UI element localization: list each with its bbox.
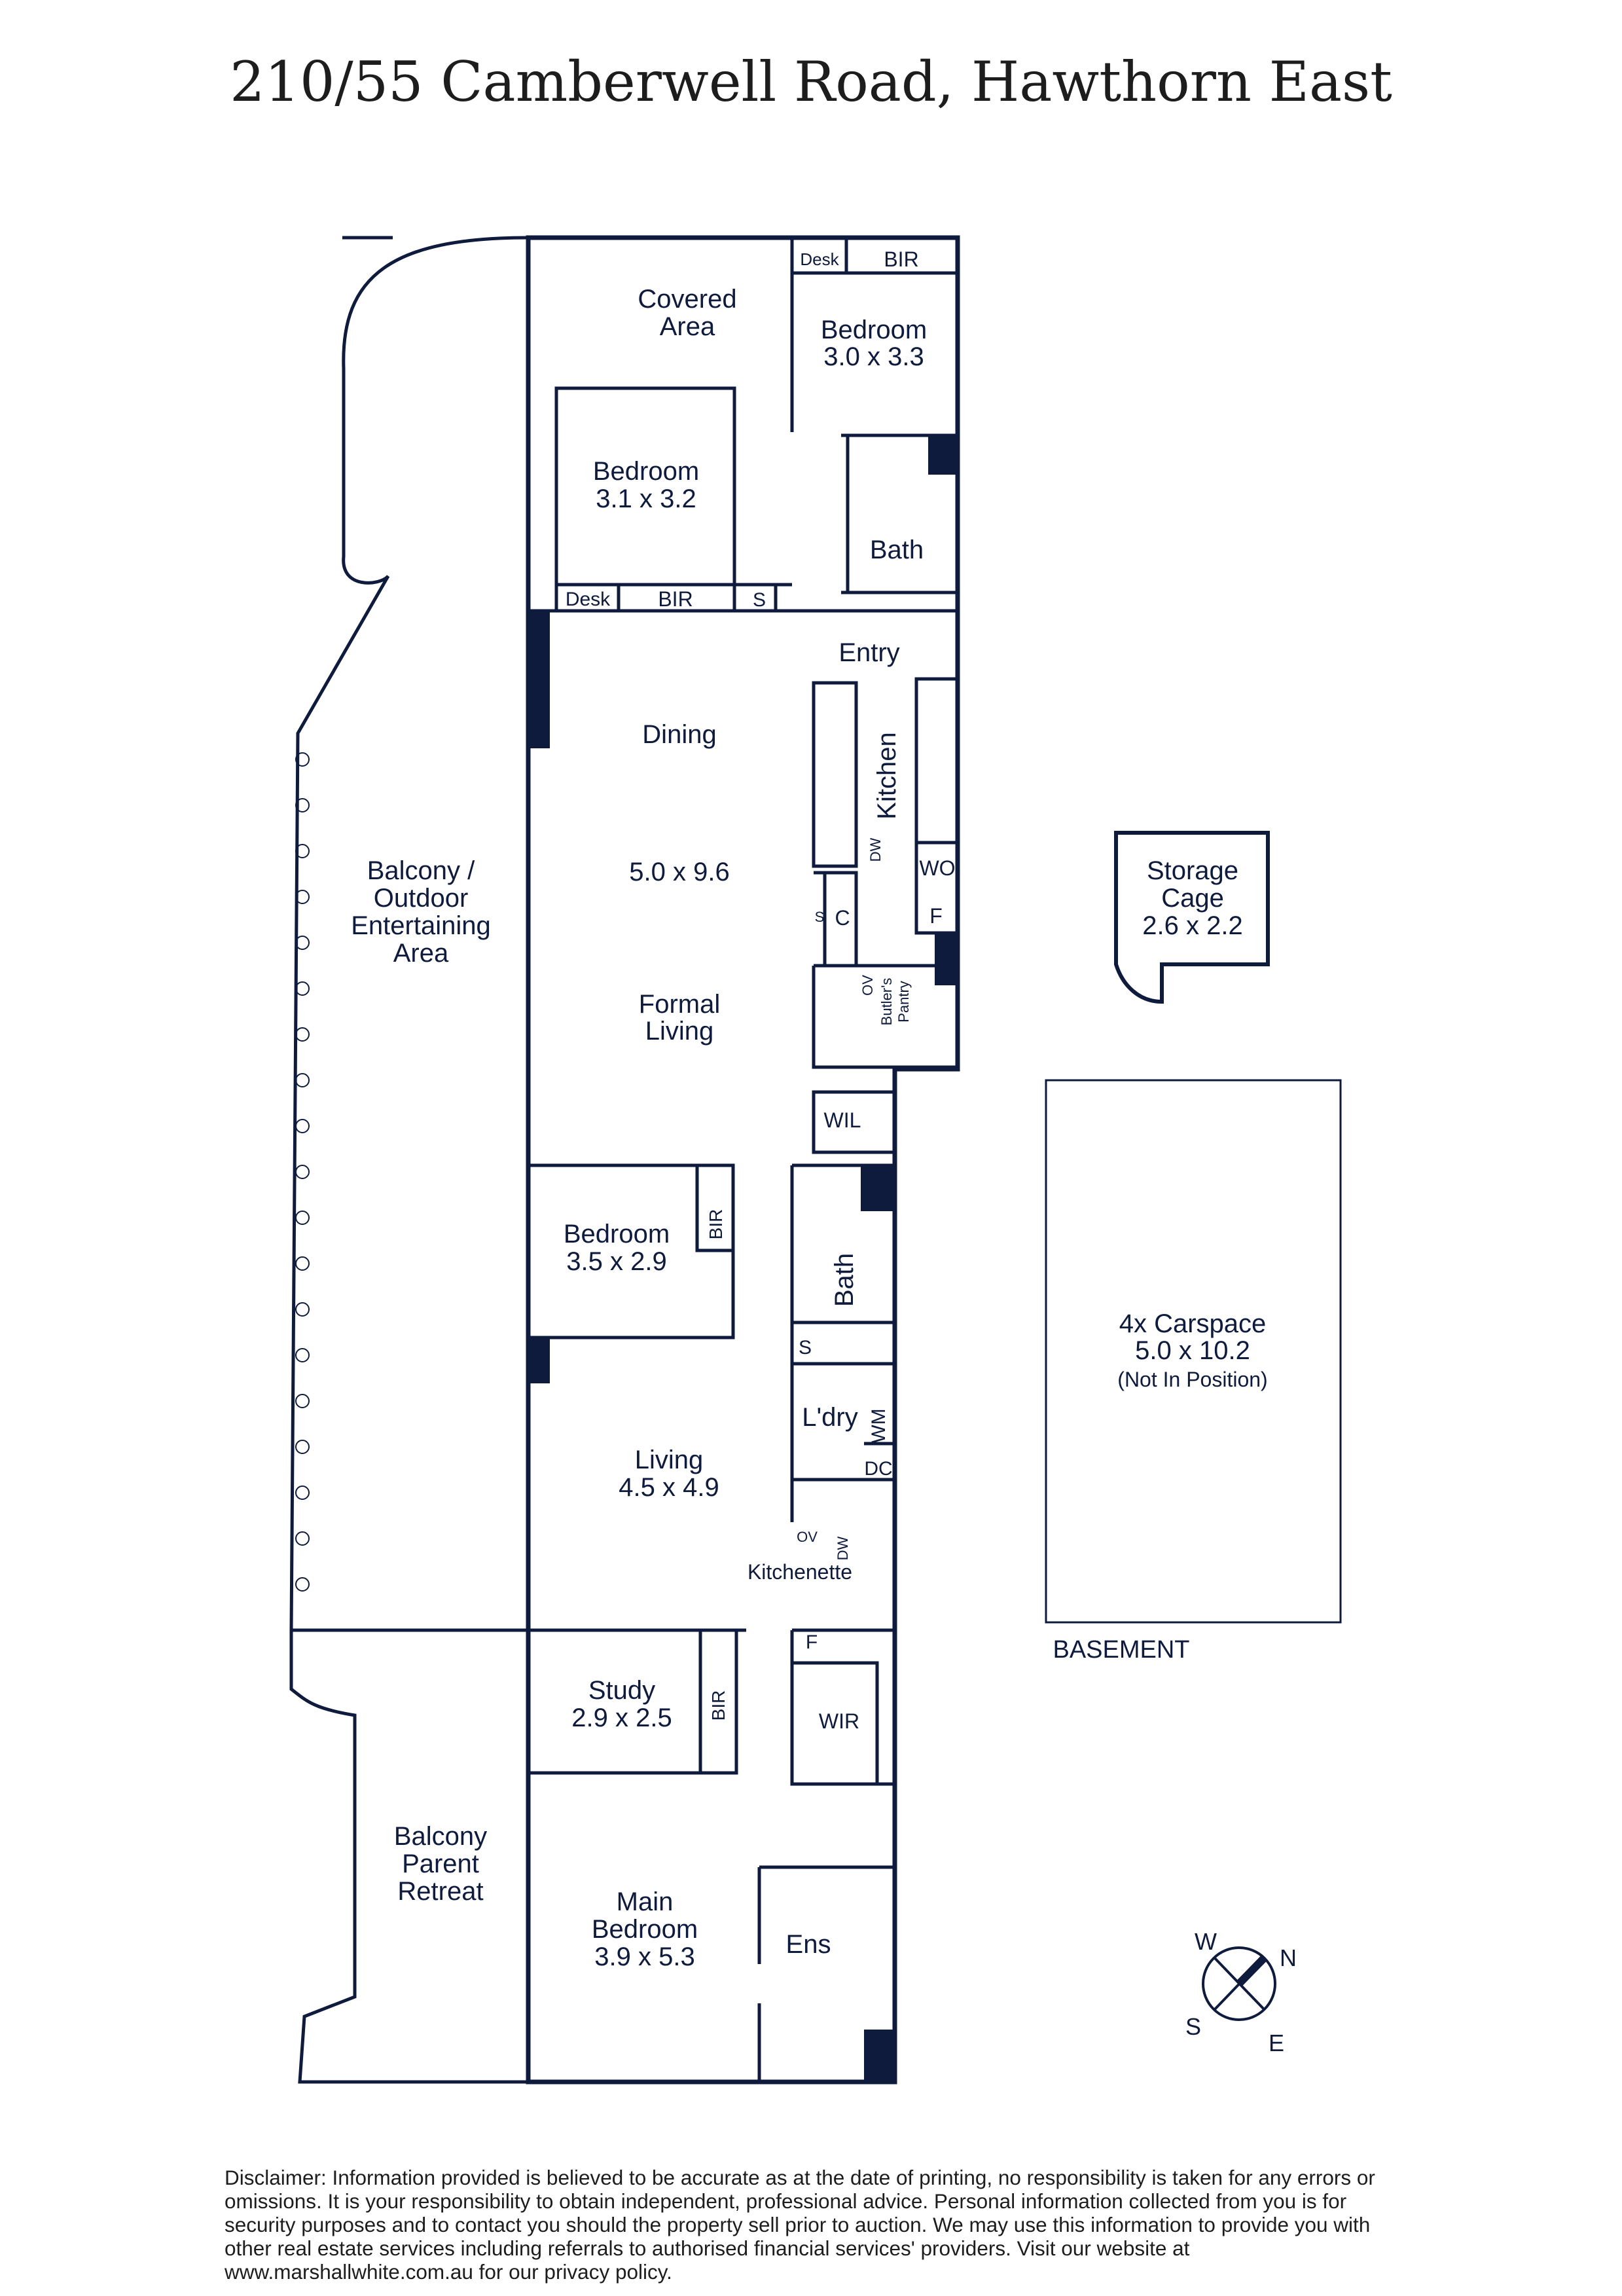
compass-n: N <box>1280 1944 1297 1971</box>
s-label-kitchen: S <box>815 909 825 925</box>
bir-label-left: BIR <box>658 587 693 611</box>
disclaimer-text: Disclaimer: Information provided is beli… <box>225 2166 1375 2284</box>
f-label-kitchenette: F <box>806 1631 818 1653</box>
kitchen-label: Kitchen <box>873 732 901 819</box>
wil-label: WIL <box>824 1108 861 1132</box>
balcony-outdoor-label-2: Outdoor <box>374 884 469 913</box>
s-label-left: S <box>753 589 766 611</box>
bath-top-label: Bath <box>870 536 924 564</box>
bedroom-top-left-dims: 3.1 x 3.2 <box>596 484 696 513</box>
desk-label-top: Desk <box>800 249 839 269</box>
compass-icon <box>1202 1946 1276 2021</box>
living-name: Living <box>635 1446 704 1474</box>
dc-label: DC <box>864 1458 892 1480</box>
butlers-pantry-label-2: Pantry <box>895 981 912 1023</box>
formal-living-label-2: Living <box>645 1017 714 1046</box>
compass-s: S <box>1185 2013 1201 2040</box>
bedroom-top-left-name: Bedroom <box>593 457 699 486</box>
balcony-parent-label-1: Balcony <box>394 1822 487 1851</box>
dining-label: Dining <box>642 720 716 749</box>
formal-living-label-1: Formal <box>639 990 720 1019</box>
wir-label: WIR <box>819 1709 859 1733</box>
bir-label-top: BIR <box>884 247 918 271</box>
study-dims: 2.9 x 2.5 <box>571 1704 672 1732</box>
storage-cage-label-1: Storage <box>1147 856 1238 885</box>
c-label: C <box>835 906 850 930</box>
balcony-outdoor-label-3: Entertaining <box>351 911 490 940</box>
ov-label-pantry: OV <box>859 975 876 996</box>
bedroom-top-right-name: Bedroom <box>821 316 927 344</box>
compass-e: E <box>1269 2030 1284 2056</box>
balcony-outdoor-label-1: Balcony / <box>367 856 475 885</box>
storage-cage-label-2: Cage <box>1161 884 1224 913</box>
wm-label: WM <box>868 1408 890 1443</box>
dining-living-dims: 5.0 x 9.6 <box>629 858 729 886</box>
balcony-parent-label-2: Parent <box>402 1850 479 1878</box>
bath-middle-label: Bath <box>830 1253 859 1307</box>
living-dims: 4.5 x 4.9 <box>619 1473 719 1502</box>
basement-label: BASEMENT <box>1053 1636 1189 1664</box>
carspace-note: (Not In Position) <box>1117 1368 1267 1391</box>
balcony-parent-label-3: Retreat <box>397 1877 483 1906</box>
balcony-outdoor-label-4: Area <box>393 939 449 968</box>
laundry-label: L'dry <box>802 1403 857 1432</box>
desk-label-left: Desk <box>566 589 611 610</box>
study-name: Study <box>588 1676 655 1705</box>
kitchenette-label: Kitchenette <box>748 1560 852 1584</box>
main-bedroom-label-1: Main <box>617 1887 674 1916</box>
main-bedroom-dims: 3.9 x 5.3 <box>594 1942 694 1971</box>
bedroom-top-right-dims: 3.0 x 3.3 <box>823 342 924 371</box>
planters <box>295 752 310 1592</box>
wo-label: WO <box>919 856 955 880</box>
wall-blocks <box>528 435 958 2082</box>
page-title: 210/55 Camberwell Road, Hawthorn East <box>230 50 1392 114</box>
storage-cage-dims: 2.6 x 2.2 <box>1142 911 1242 940</box>
dw-label-kitchen: DW <box>867 837 884 862</box>
floor-plan-walls <box>289 235 1342 2085</box>
main-bedroom-label-2: Bedroom <box>592 1915 698 1944</box>
bir-label-study: BIR <box>708 1690 729 1721</box>
butlers-pantry-label-1: Butler's <box>878 978 895 1026</box>
f-label-kitchen: F <box>929 904 943 928</box>
entry-label: Entry <box>838 638 899 667</box>
ensuite-label: Ens <box>786 1930 831 1959</box>
covered-area-label-2: Area <box>660 312 715 341</box>
compass-w: W <box>1195 1928 1217 1955</box>
carspace-name: 4x Carspace <box>1119 1309 1267 1338</box>
dw-label-kitchenette: DW <box>835 1536 851 1560</box>
s-label-laundry: S <box>799 1337 812 1358</box>
bir-label-middle: BIR <box>706 1209 726 1240</box>
bedroom-middle-name: Bedroom <box>564 1220 670 1248</box>
carspace-dims: 5.0 x 10.2 <box>1135 1336 1250 1365</box>
covered-area-label-1: Covered <box>638 285 736 314</box>
bedroom-middle-dims: 3.5 x 2.9 <box>566 1247 666 1276</box>
ov-label-kitchenette: OV <box>797 1529 818 1545</box>
